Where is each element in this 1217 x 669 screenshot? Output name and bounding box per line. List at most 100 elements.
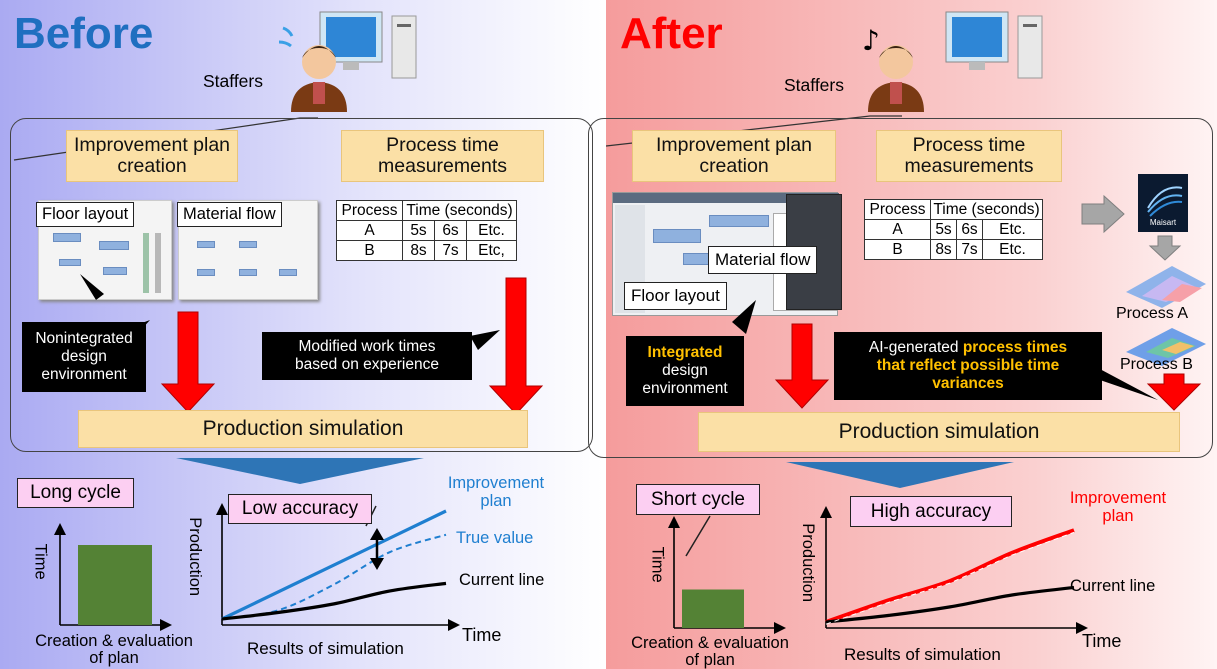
improvement-plan-line2: creation [699, 155, 769, 177]
before-series-true-label: True value [456, 529, 534, 547]
callout-line: environment [642, 379, 728, 397]
series-line-2 [221, 581, 447, 621]
table-cell: 6s [434, 220, 467, 241]
before-long-cycle-callout: Long cycle [17, 478, 134, 508]
table-row: A 5s 6s Etc. [864, 219, 1043, 240]
after-frame [588, 118, 1213, 458]
after-chart-caption: Results of simulation [844, 645, 1001, 664]
before-chart-caption: Results of simulation [247, 639, 404, 658]
callout-highlight: variances [932, 374, 1004, 392]
process-b-surface-icon [1126, 328, 1206, 366]
callout-prefix: AI-generated [868, 339, 963, 357]
callout-highlight: process times [962, 339, 1068, 357]
before-callout-modified-times: Modified work times based on experience [262, 332, 472, 380]
callout-highlight: Integrated [647, 344, 723, 362]
before-charts [54, 503, 460, 631]
series-label-line: Improvement [447, 474, 545, 492]
before-series-improvement-label: Improvement plan [436, 474, 556, 510]
before-axis-time-x-label: Time [462, 625, 502, 645]
true-value-dashed-line [825, 531, 1075, 625]
after-process-a-label: Process A [1116, 305, 1189, 322]
caption-line: of plan [685, 651, 735, 669]
after-process-time-box: Process time measurements [876, 130, 1062, 182]
table-header-row: Process Time (seconds) [336, 200, 517, 221]
before-improvement-plan-box: Improvement plan creation [66, 130, 238, 182]
caption-line: of plan [89, 649, 139, 668]
y-axis-arrowhead [668, 516, 680, 528]
process-time-line2: measurements [904, 155, 1034, 177]
after-series-improvement-label: Improvement plan [1068, 489, 1168, 525]
table-row: B 8s 7s Etc. [864, 239, 1043, 260]
after-arrows [732, 194, 1206, 488]
after-process-b-label: Process B [1120, 356, 1193, 373]
red-down-arrow [1146, 373, 1202, 411]
before-axis-time-label: Time [31, 543, 50, 580]
callout-pointer [732, 300, 756, 334]
bar [78, 545, 152, 625]
table-header-time: Time (seconds) [402, 200, 517, 221]
before-callout-nonintegrated: Nonintegrated design environment [22, 322, 146, 392]
improvement-plan-line2: creation [117, 155, 187, 177]
after-series-current-label: Current line [1070, 577, 1156, 595]
maisart-wave-icon [1147, 186, 1183, 217]
before-low-accuracy-callout: Low accuracy [228, 494, 372, 524]
after-staff-illustration: ♪ [606, 11, 1043, 147]
callout-highlight: that reflect possible time [876, 357, 1060, 375]
table-cell: 7s [434, 240, 467, 261]
music-note-icon: ♪ [862, 24, 880, 57]
process-time-line1: Process time [386, 133, 499, 156]
callout-line: Modified work times [298, 338, 436, 356]
after-material-flow-label: Material flow [708, 246, 818, 274]
after-improvement-plan-box: Improvement plan creation [632, 130, 836, 182]
after-process-table: Process Time (seconds) A 5s 6s Etc. B 8s… [864, 199, 1043, 260]
x-axis-arrowhead [774, 622, 786, 634]
red-down-arrow [774, 323, 830, 409]
process-time-line1: Process time [912, 133, 1026, 156]
table-cell: 8s [930, 239, 957, 260]
callout-line: AI-generated process times [869, 339, 1067, 357]
series-label-line: plan [480, 492, 512, 511]
bar [682, 589, 744, 628]
series-label-line: plan [1102, 507, 1134, 526]
series-label-line: Improvement [1069, 489, 1167, 507]
maisart-logo-text: Maisart [1149, 218, 1177, 227]
before-staff-illustration [13, 11, 417, 161]
caption-line: Creation & evaluation [35, 632, 193, 650]
callout-line: environment [41, 365, 127, 383]
series-line-1 [221, 533, 447, 620]
down-triangle-icon [176, 458, 424, 484]
x-axis-arrowhead [160, 619, 172, 631]
x-axis-arrowhead [1076, 622, 1088, 634]
after-panel: After ♪ Staffers Improvement plan creati… [588, 0, 1217, 669]
table-cell: Etc. [982, 219, 1043, 240]
callout-tail [685, 515, 711, 557]
table-header-time: Time (seconds) [930, 199, 1043, 220]
before-floor-layout-label: Floor layout [36, 202, 135, 227]
table-header-process: Process [336, 200, 403, 221]
before-bar-caption: Creation & evaluation of plan [14, 632, 214, 668]
callout-line: design [61, 348, 107, 366]
before-series-current-label: Current line [459, 571, 545, 589]
table-cell: 5s [930, 219, 957, 240]
caption-line: Creation & evaluation [631, 634, 789, 652]
before-frame [10, 118, 593, 452]
before-staffers-label: Staffers [203, 71, 263, 91]
before-axis-production-label: Production [186, 517, 205, 597]
after-axis-time-label: Time [648, 546, 667, 583]
series-line-0 [221, 509, 447, 621]
process-a-surface-icon [1126, 266, 1206, 308]
after-high-accuracy-callout: High accuracy [850, 496, 1012, 527]
staffer-icon [291, 45, 347, 112]
grey-down-arrow [1148, 235, 1182, 261]
maisart-logo: Maisart [1138, 174, 1188, 232]
callout-line: design [662, 362, 708, 380]
after-callout-integrated: Integrated design environment [626, 336, 744, 406]
red-down-arrow [160, 311, 216, 413]
process-time-line2: measurements [378, 155, 507, 177]
before-process-table: Process Time (seconds) A 5s 6s Etc. B 8s… [336, 200, 517, 261]
before-production-simulation: Production simulation [78, 410, 528, 448]
after-charts [668, 506, 1088, 634]
after-axis-time-x-label: Time [1082, 631, 1122, 651]
callout-pointer [1098, 368, 1158, 400]
